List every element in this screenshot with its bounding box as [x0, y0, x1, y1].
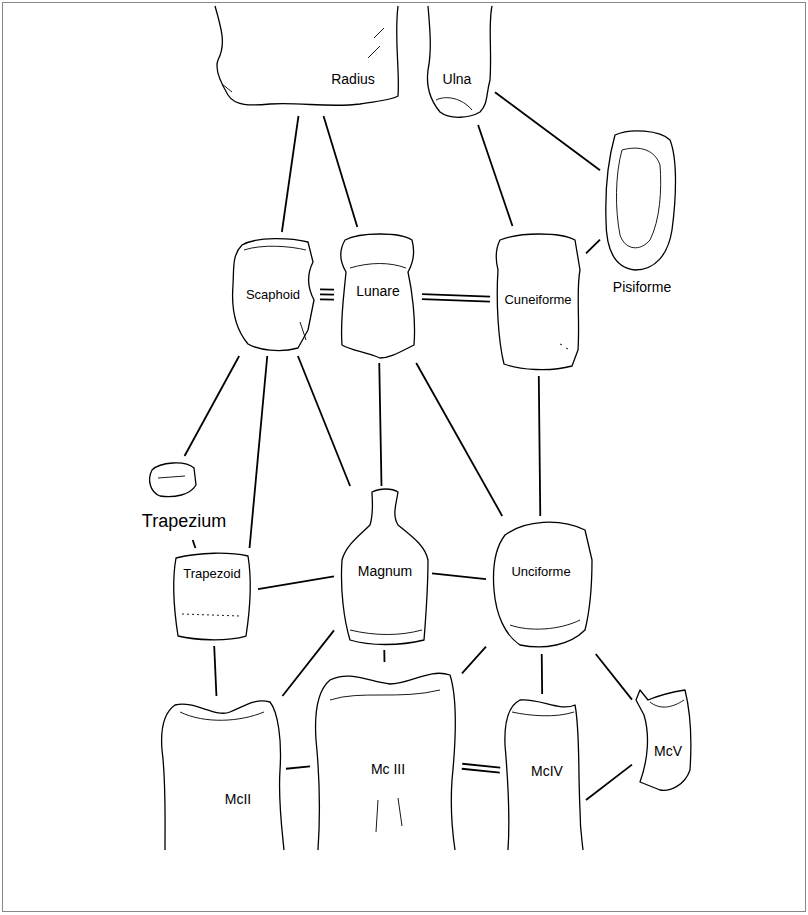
bone-detail [350, 630, 422, 635]
bone-detail [368, 46, 380, 58]
bone-outline [174, 553, 250, 640]
articulation-line [539, 376, 540, 516]
bone-outline [341, 489, 428, 645]
bone-outline [496, 234, 580, 370]
bone: Radius [208, 4, 405, 116]
bone-outline [636, 690, 691, 790]
articulation-line [462, 647, 486, 674]
bone: Cuneiforme [490, 226, 586, 376]
bone-outline [316, 673, 456, 850]
articulation-line [185, 356, 240, 456]
bone-outline [233, 239, 314, 351]
bone: McIV [500, 694, 586, 855]
bone-drawing [208, 4, 405, 116]
bone-outline [341, 234, 415, 358]
bone-detail [376, 800, 378, 832]
articulation-line [416, 363, 502, 516]
bone-detail [300, 322, 306, 340]
bone-outline [505, 700, 583, 850]
bone-drawing [166, 548, 258, 646]
bone-label: Mc III [371, 762, 405, 777]
bone: Scaphoid [226, 232, 320, 356]
bone-detail [616, 148, 660, 248]
bone-label: McV [654, 744, 682, 759]
bone-detail [222, 84, 232, 92]
bone-label: Unciforme [511, 565, 570, 579]
articulation-line [586, 765, 632, 800]
bone-label: McII [225, 792, 251, 807]
bone: McII [154, 696, 286, 855]
articulation-line [478, 125, 512, 226]
articulation-line [214, 646, 216, 696]
bone-label: Magnum [358, 564, 412, 579]
articulation-line [383, 650, 385, 662]
articulation-line [422, 294, 490, 302]
bone: Lunare [334, 227, 422, 363]
bone-label: Trapezoid [183, 567, 240, 581]
articulation-line [286, 766, 310, 768]
articulation-line [541, 654, 543, 694]
bone-label: Cuneiforme [504, 293, 571, 307]
bone-label: Ulna [443, 72, 472, 87]
bone: Trapezoid [166, 548, 258, 646]
bone-detail [560, 344, 562, 345]
articulation-line [596, 654, 632, 700]
bone-detail [436, 98, 472, 110]
articulation-line [586, 240, 600, 254]
articulation-line [379, 363, 381, 486]
bone-label: Trapezium [142, 512, 226, 532]
articulation-line [282, 116, 299, 232]
bone: Mc III [310, 662, 462, 855]
bone-drawing [632, 684, 696, 796]
bone-drawing [420, 4, 495, 125]
bone-label: Lunare [356, 284, 400, 299]
bone-outline [606, 131, 676, 270]
bone: Magnum [334, 486, 432, 650]
bone-detail [650, 700, 684, 707]
articulation-line [495, 92, 600, 170]
articulation-line [462, 764, 501, 773]
articulation-line [193, 540, 196, 548]
bone-detail [512, 712, 574, 716]
bone-drawing [486, 516, 596, 654]
bone-label: Scaphoid [246, 288, 300, 302]
bone-drawing [600, 125, 700, 300]
bone-detail [330, 690, 440, 700]
bone: Pisiforme [600, 125, 700, 300]
bone-outline [150, 463, 196, 497]
bone-outline [493, 522, 592, 647]
bone: Ulna [420, 4, 495, 125]
bone-drawing [310, 662, 462, 855]
bone-drawing [154, 696, 286, 855]
bone-label: Pisiforme [613, 280, 671, 295]
articulation-line [432, 573, 486, 579]
bone: Trapezium [136, 456, 232, 540]
bone-detail [244, 246, 306, 250]
bone-detail [350, 264, 406, 269]
bone-detail [180, 712, 264, 720]
bone-detail [510, 620, 580, 629]
frame-border [3, 3, 806, 912]
bone-outline [215, 6, 398, 105]
bone-outline [162, 701, 284, 850]
bone-detail [398, 798, 402, 826]
articulation-line [320, 289, 334, 299]
bone-detail [566, 348, 568, 349]
bone-detail [374, 28, 384, 38]
articulation-line [250, 356, 268, 548]
articulation-line [258, 576, 334, 589]
bone-label: McIV [531, 764, 563, 779]
bone: Unciforme [486, 516, 596, 654]
bone-detail [182, 614, 240, 616]
articulation-line [324, 116, 358, 227]
bone: McV [632, 684, 696, 796]
bone-detail [158, 476, 185, 478]
articulation-line [298, 356, 350, 486]
bone-label: Radius [331, 72, 375, 87]
bone-outline [428, 6, 493, 117]
